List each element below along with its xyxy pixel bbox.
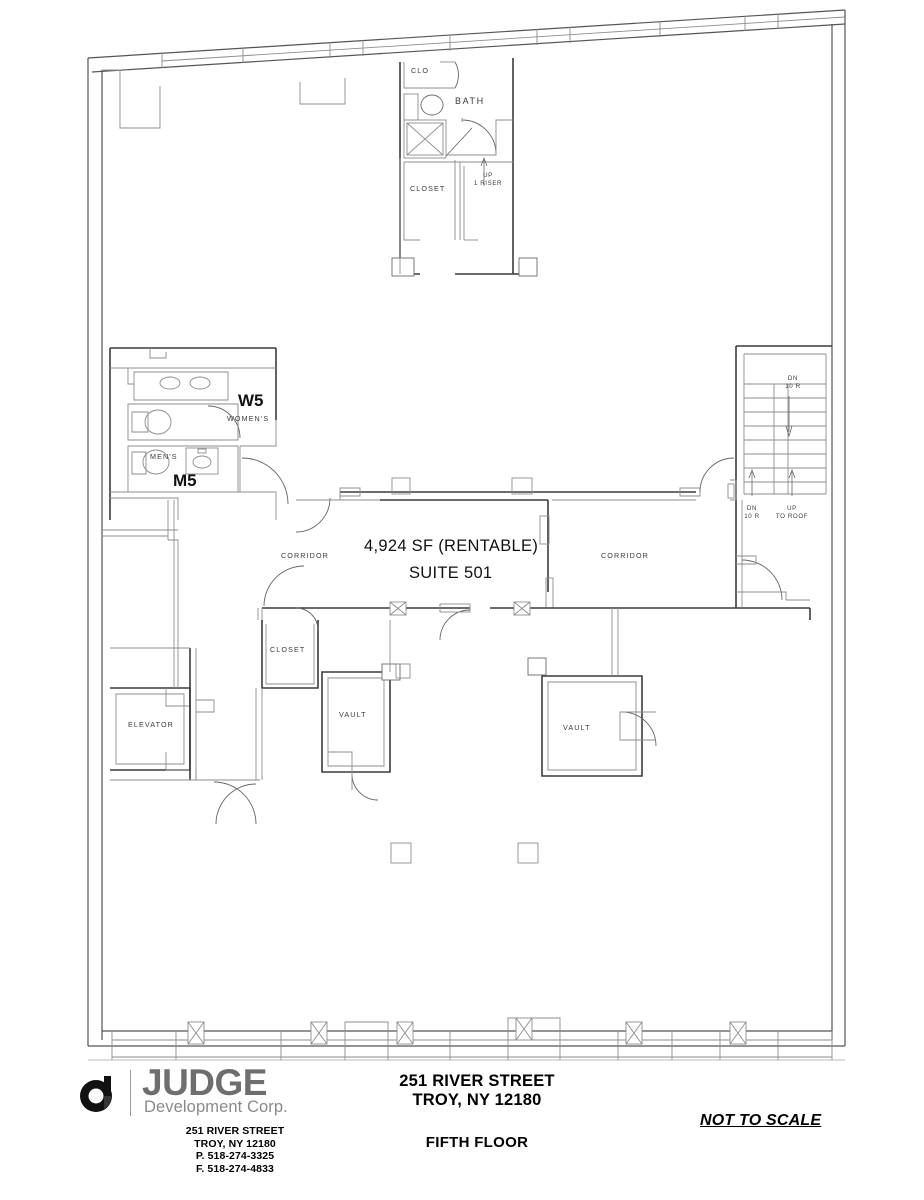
stair-note-up-1-riser: UP 1 RISER: [473, 172, 503, 187]
logo-divider: [130, 1070, 131, 1116]
logo-wordmark: JUDGE: [142, 1062, 267, 1103]
suite-number-label: SUITE 501: [409, 564, 493, 582]
company-logo: JUDGE Development Corp.: [78, 1064, 308, 1120]
room-label-vault-left: VAULT: [339, 710, 367, 719]
floor-title: FIFTH FLOOR: [425, 1134, 529, 1151]
room-label-clo: CLO: [411, 66, 430, 75]
exterior-wall-south: [88, 1017, 845, 1061]
restroom-code-w5: W5: [238, 391, 264, 410]
interior-columns: [390, 842, 539, 864]
stair-note-dn-top: DN 10 R: [785, 375, 801, 390]
room-label-mens: MEN'S: [150, 452, 178, 461]
stair-note-dn-left: DN 10 R: [744, 505, 760, 520]
corridor-spine: [261, 457, 811, 641]
bath-closet-zone: [391, 58, 538, 277]
room-label-bath: BATH: [455, 96, 485, 106]
room-label-closet-mid: CLOSET: [270, 645, 306, 654]
restroom-block: [109, 347, 289, 540]
exterior-wall-north: [87, 9, 846, 73]
contact-fax: F. 518-274-4833: [196, 1162, 274, 1175]
stair-note-up-to-roof: UP TO ROOF: [775, 505, 809, 520]
room-label-vault-right: VAULT: [563, 723, 591, 732]
restroom-code-m5: M5: [173, 471, 197, 490]
wall-notch-nw: [102, 69, 161, 129]
misc-wall-details: [102, 529, 411, 688]
contact-city: TROY, NY 12180: [194, 1137, 276, 1150]
wall-notch-n: [299, 78, 346, 105]
property-city: TROY, NY 12180: [412, 1091, 542, 1109]
closet-mid-room: [215, 607, 319, 825]
exterior-wall-west: [87, 58, 103, 1046]
scale-note: NOT TO SCALE: [700, 1112, 822, 1129]
room-label-closet-top: CLOSET: [410, 184, 446, 193]
room-label-elevator: ELEVATOR: [128, 720, 174, 729]
vault-left-room: [321, 663, 401, 801]
judge-d-logo-icon: [80, 1076, 112, 1112]
vault-right-room: [527, 608, 657, 777]
suite-area-label: 4,924 SF (RENTABLE): [364, 537, 539, 555]
logo-tagline: Development Corp.: [144, 1098, 288, 1116]
exterior-wall-east: [831, 10, 846, 1046]
property-address-block: 251 RIVER STREET TROY, NY 12180: [312, 1072, 642, 1110]
company-contact-block: 251 RIVER STREET TROY, NY 12180 P. 518-2…: [120, 1125, 350, 1175]
room-label-corridor-right: CORRIDOR: [601, 551, 649, 560]
contact-street: 251 RIVER STREET: [185, 1125, 285, 1137]
property-street: 251 RIVER STREET: [399, 1072, 555, 1090]
room-label-womens: WOMEN'S: [227, 414, 270, 423]
stairwell: [727, 345, 832, 501]
room-label-corridor-left: CORRIDOR: [281, 551, 329, 560]
elevator-shaft: [110, 647, 260, 825]
contact-phone: P. 518-274-3325: [195, 1150, 275, 1163]
